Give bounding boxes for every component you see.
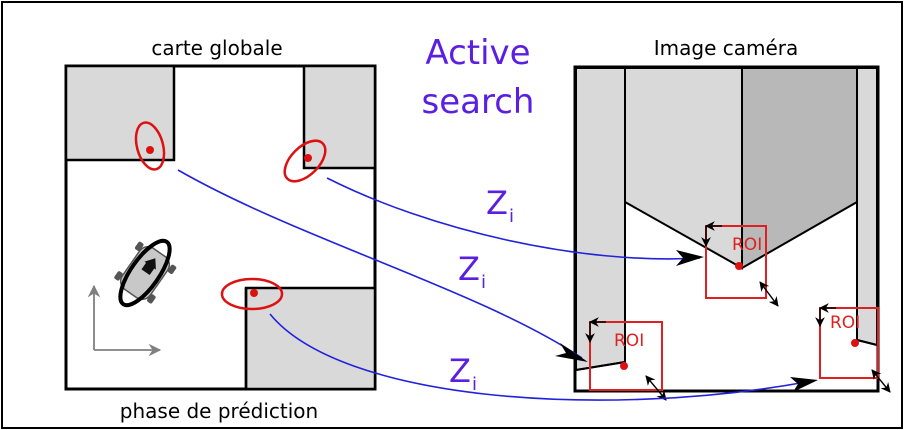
global-map: [64, 64, 377, 391]
roi-point-1: [735, 262, 743, 270]
svg-text:Z: Z: [449, 352, 471, 390]
arrowhead-2: [555, 343, 588, 362]
arrowhead-1: [676, 250, 704, 266]
footer-caption: phase de prédiction: [120, 399, 318, 423]
camera-floor-line: [856, 339, 878, 346]
roi-label-2: ROI: [614, 331, 644, 351]
measurement-label-2: Z i: [458, 250, 486, 293]
camera-left-wall: [575, 67, 626, 372]
camera-image: ROI ROI ROI: [573, 65, 891, 401]
measurement-label-3: Z i: [449, 352, 477, 395]
svg-text:Z: Z: [486, 184, 508, 222]
roi-box-3: [819, 307, 879, 379]
active-search-line2: search: [422, 82, 535, 122]
search-direction-arrows: [585, 221, 891, 401]
svg-text:i: i: [509, 206, 514, 227]
map-room-top-right: [302, 64, 377, 170]
axes-icon: [87, 284, 162, 357]
measurement-label-1: Z i: [486, 184, 514, 227]
landmark-point-2: [304, 154, 312, 162]
camera-title: Image caméra: [654, 36, 799, 60]
camera-floor-line: [575, 361, 626, 371]
landmark-ellipse-3: [220, 277, 284, 311]
landmark-point-1: [146, 146, 154, 154]
roi-box-1: [705, 225, 767, 299]
landmark-point-3: [250, 289, 258, 297]
map-title: carte globale: [151, 36, 282, 60]
robot-icon: [114, 238, 177, 308]
projection-arrow-3: [269, 313, 813, 401]
map-room-top-left: [64, 64, 176, 162]
roi-label-3: ROI: [830, 313, 860, 333]
roi-box-2: [589, 321, 663, 391]
projection-arrows: [177, 169, 813, 401]
active-search-line1: Active: [425, 33, 530, 73]
projection-arrow-2: [177, 169, 583, 359]
landmark-ellipse-2: [283, 139, 327, 183]
projection-arrowheads: [555, 250, 818, 392]
camera-right-wall: [856, 67, 878, 347]
arrowhead-3: [790, 377, 818, 392]
svg-text:i: i: [472, 374, 477, 395]
roi-label-1: ROI: [732, 235, 762, 255]
roi-point-3: [851, 339, 859, 347]
roi-point-2: [620, 362, 628, 370]
projection-arrow-1: [326, 177, 701, 260]
map-room-bottom-right: [244, 286, 377, 391]
svg-text:i: i: [481, 272, 486, 293]
svg-text:Z: Z: [458, 250, 480, 288]
landmark-ellipse-1: [134, 121, 166, 171]
